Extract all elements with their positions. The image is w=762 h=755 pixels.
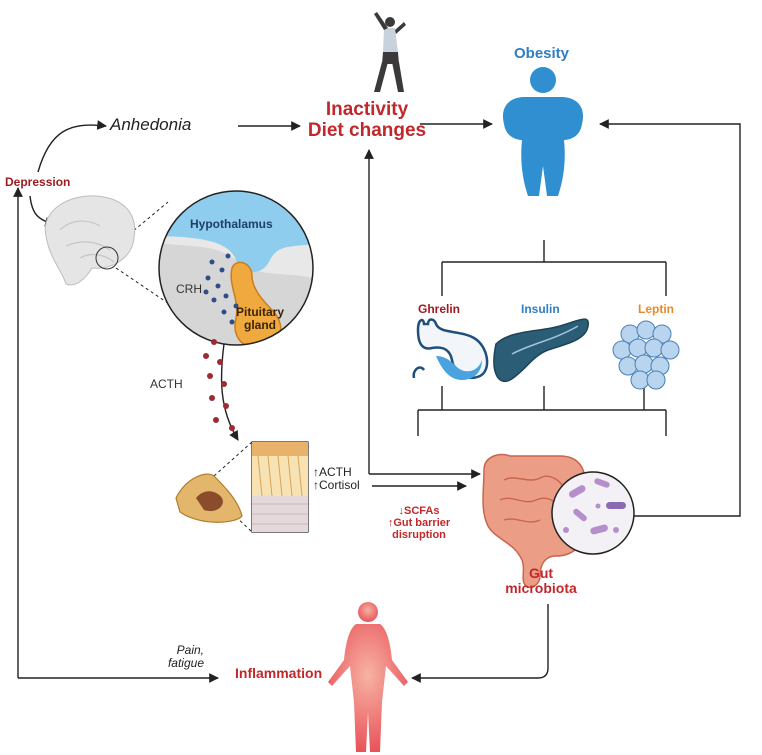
stomach-icon [412, 318, 489, 380]
ghrelin-label: Ghrelin [418, 302, 461, 316]
hypothalamus-zoom [158, 190, 314, 346]
inflammation-label: Inflammation [235, 665, 323, 681]
pain-fatigue-label: Pain, fatigue [167, 643, 204, 671]
pancreas-icon [493, 318, 589, 383]
adrenal-cortex-icon [251, 441, 309, 533]
arrow-gut-inflammation [411, 604, 549, 683]
crh-dots [203, 253, 239, 325]
depression-label: Depression [5, 175, 71, 189]
inflamed-body-icon [328, 602, 408, 752]
acth-dots [203, 339, 235, 431]
arrow-depression-anhedonia [37, 120, 107, 173]
hormone-bracket-bottom [417, 386, 667, 436]
leptin-label: Leptin [638, 302, 674, 316]
connector-arrows [13, 119, 741, 683]
insulin-label: Insulin [521, 302, 560, 316]
arrow-gut-obesity [599, 119, 741, 517]
hypothalamus-label: Hypothalamus [190, 217, 273, 231]
adipose-cells-icon [612, 320, 680, 390]
adrenal-gland-icon [175, 473, 243, 523]
intestine-icon [482, 453, 586, 588]
anhedonia-label: Anhedonia [110, 115, 192, 134]
bacteria-icon [551, 471, 635, 555]
obesity-label: Obesity [514, 45, 570, 62]
cortisol-label: ↑ACTH ↑Cortisol [313, 465, 360, 493]
obesity-figure-icon [502, 67, 584, 196]
pituitary-label: Pituitary gland [236, 305, 285, 333]
gut-microbiota-label: Gut microbiota [505, 565, 577, 597]
inactivity-label: Inactivity Diet changes [307, 99, 427, 141]
crh-label: CRH [176, 282, 202, 296]
exercise-figure-icon [374, 12, 406, 92]
brain-icon [44, 195, 136, 286]
hormone-bracket-top [441, 240, 667, 296]
gut-effects-label: ↓SCFAs ↑Gut barrier disruption [387, 505, 451, 542]
acth-label: ACTH [150, 377, 183, 391]
